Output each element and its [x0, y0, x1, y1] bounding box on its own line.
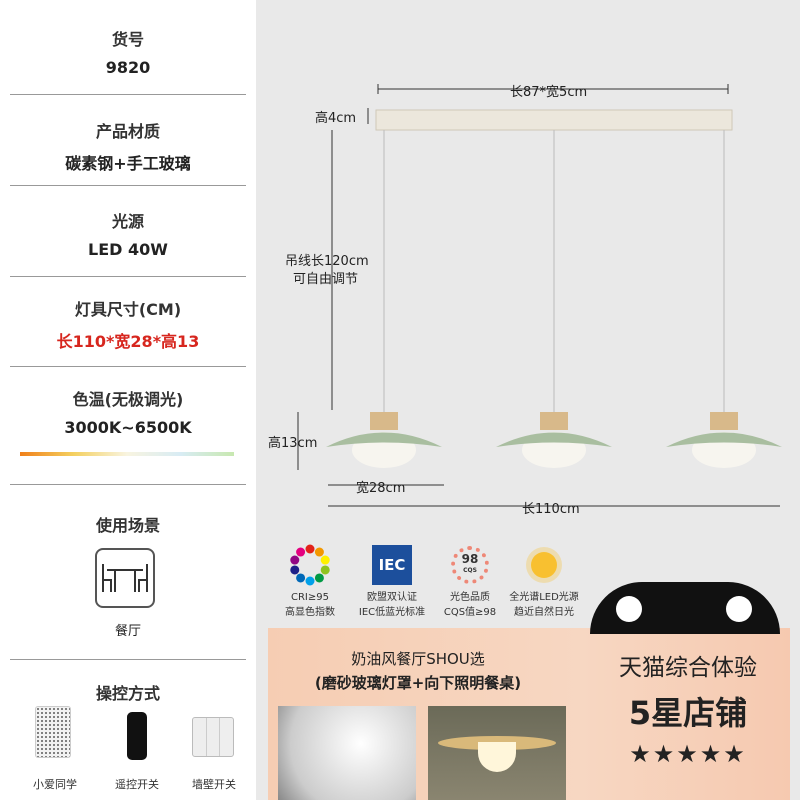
dim-total-length: 长110cm	[522, 502, 580, 517]
divider	[10, 94, 246, 95]
dim-cable-length: 吊线长120cm	[285, 254, 369, 269]
spec-color-temp: 色温(无极调光)3000K~6500K	[64, 390, 192, 437]
divider	[10, 366, 246, 367]
control-xiaoai: 小爱同学	[33, 778, 77, 791]
color-dot	[320, 565, 330, 575]
color-dot	[314, 573, 324, 583]
dim-shade-height: 高13cm	[268, 436, 318, 451]
color-dot	[314, 547, 324, 557]
scene-section: 使用场景	[95, 516, 160, 535]
lamp-lit-photo	[428, 706, 566, 800]
banner-title: 奶油风餐厅SHOU选	[351, 650, 485, 668]
wood-cap	[710, 412, 738, 430]
lamp-shade	[666, 432, 782, 447]
color-dot	[320, 555, 330, 565]
smart-speaker-icon	[35, 706, 71, 758]
tmall-cat-logo	[590, 582, 780, 634]
color-dot	[305, 576, 315, 586]
divider	[10, 185, 246, 186]
spec-size: 灯具尺寸(CM)长110*宽28*高13	[56, 300, 200, 351]
ceiling-base	[375, 109, 733, 131]
promo-banner: 奶油风餐厅SHOU选 (磨砂玻璃灯罩+向下照明餐桌) 天猫综合体验 5星店铺 ★…	[268, 628, 790, 800]
color-dot	[296, 547, 306, 557]
control-wall-switch: 墙壁开关	[192, 778, 236, 791]
color-dot	[290, 555, 300, 565]
banner-subtitle: (磨砂玻璃灯罩+向下照明餐桌)	[314, 674, 522, 692]
iec-logo-icon: IEC	[372, 545, 412, 585]
remote-control-icon	[127, 712, 147, 760]
wood-cap	[540, 412, 568, 430]
color-dot	[305, 544, 315, 554]
sun-icon	[531, 552, 557, 578]
color-wheel-icon	[270, 540, 350, 590]
spec-material: 产品材质碳素钢+手工玻璃	[65, 122, 191, 173]
control-section: 操控方式	[95, 684, 160, 703]
store-rating: 5星店铺	[628, 694, 748, 732]
lamp-shade	[496, 432, 612, 447]
dim-cable-adjustable: 可自由调节	[293, 272, 359, 287]
divider	[10, 484, 246, 485]
dim-base-height: 高4cm	[315, 111, 357, 126]
color-dot	[290, 565, 300, 575]
dim-shade-width: 宽28cm	[356, 481, 406, 496]
cert-full-spectrum: 全光谱LED光源趋近自然日光	[504, 540, 584, 620]
dim-top-width: 长87*宽5cm	[510, 85, 588, 100]
divider	[10, 659, 246, 660]
control-remote: 遥控开关	[115, 778, 159, 791]
wall-switch-icon	[192, 717, 234, 757]
wood-cap	[370, 412, 398, 430]
color-temp-gradient	[20, 452, 234, 456]
lamp-shade	[326, 432, 442, 447]
star-rating: ★★★★★	[629, 740, 747, 768]
frosted-shade-photo	[278, 706, 416, 800]
divider	[10, 276, 246, 277]
dining-table-icon	[95, 548, 155, 608]
store-title: 天猫综合体验	[619, 655, 757, 681]
color-dot	[296, 573, 306, 583]
scene-value: 餐厅	[114, 624, 141, 639]
